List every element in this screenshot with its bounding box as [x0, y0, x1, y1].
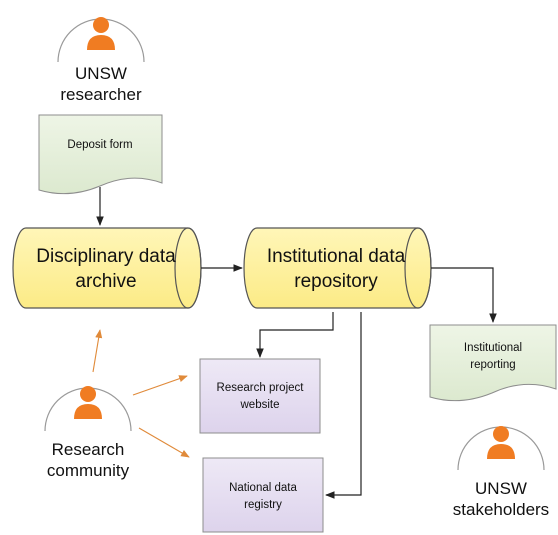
storage-label-line1: Institutional data: [267, 246, 406, 267]
arrow-community-to-registry: [138, 427, 190, 458]
arrow-community-to-archive: [92, 329, 103, 373]
actor-research-community: Research community: [44, 386, 132, 480]
arrow-community-to-website: [132, 375, 188, 396]
box-research-project-website: Research project website: [199, 358, 321, 434]
actor-unsw-stakeholders: UNSW stakeholders: [453, 426, 549, 519]
person-icon: [87, 17, 115, 50]
storage-label-line2: archive: [75, 271, 136, 292]
actor-label-line2: researcher: [60, 85, 142, 104]
arrow-repository-to-website: [256, 312, 334, 358]
person-icon: [74, 386, 102, 419]
document-deposit-form: Deposit form: [38, 114, 163, 195]
document-label-line2: reporting: [470, 359, 515, 371]
person-icon: [487, 426, 515, 459]
box-label-line1: National data: [229, 482, 297, 494]
box-label-line2: website: [240, 399, 280, 411]
arrow-repository-to-registry: [325, 312, 362, 499]
storage-label-line1: Disciplinary data: [36, 246, 176, 267]
storage-disciplinary-archive: Disciplinary data archive: [12, 227, 202, 309]
actor-label-line2: community: [47, 461, 130, 480]
actor-label-line2: stakeholders: [453, 500, 549, 519]
actor-label-line1: UNSW: [75, 64, 127, 83]
actor-unsw-researcher: UNSW researcher: [57, 17, 145, 104]
arrow-repository-to-reporting: [431, 267, 497, 323]
box-label-line2: registry: [244, 499, 282, 511]
storage-institutional-repository: Institutional data repository: [243, 227, 432, 309]
box-label-line1: Research project: [217, 382, 305, 394]
box-national-data-registry: National data registry: [202, 457, 324, 533]
document-label-line1: Institutional: [464, 342, 522, 354]
document-institutional-reporting: Institutional reporting: [429, 324, 557, 402]
actor-label-line1: Research: [52, 440, 125, 459]
document-label: Deposit form: [67, 139, 132, 151]
storage-label-line2: repository: [294, 271, 378, 292]
actor-label-line1: UNSW: [475, 479, 527, 498]
